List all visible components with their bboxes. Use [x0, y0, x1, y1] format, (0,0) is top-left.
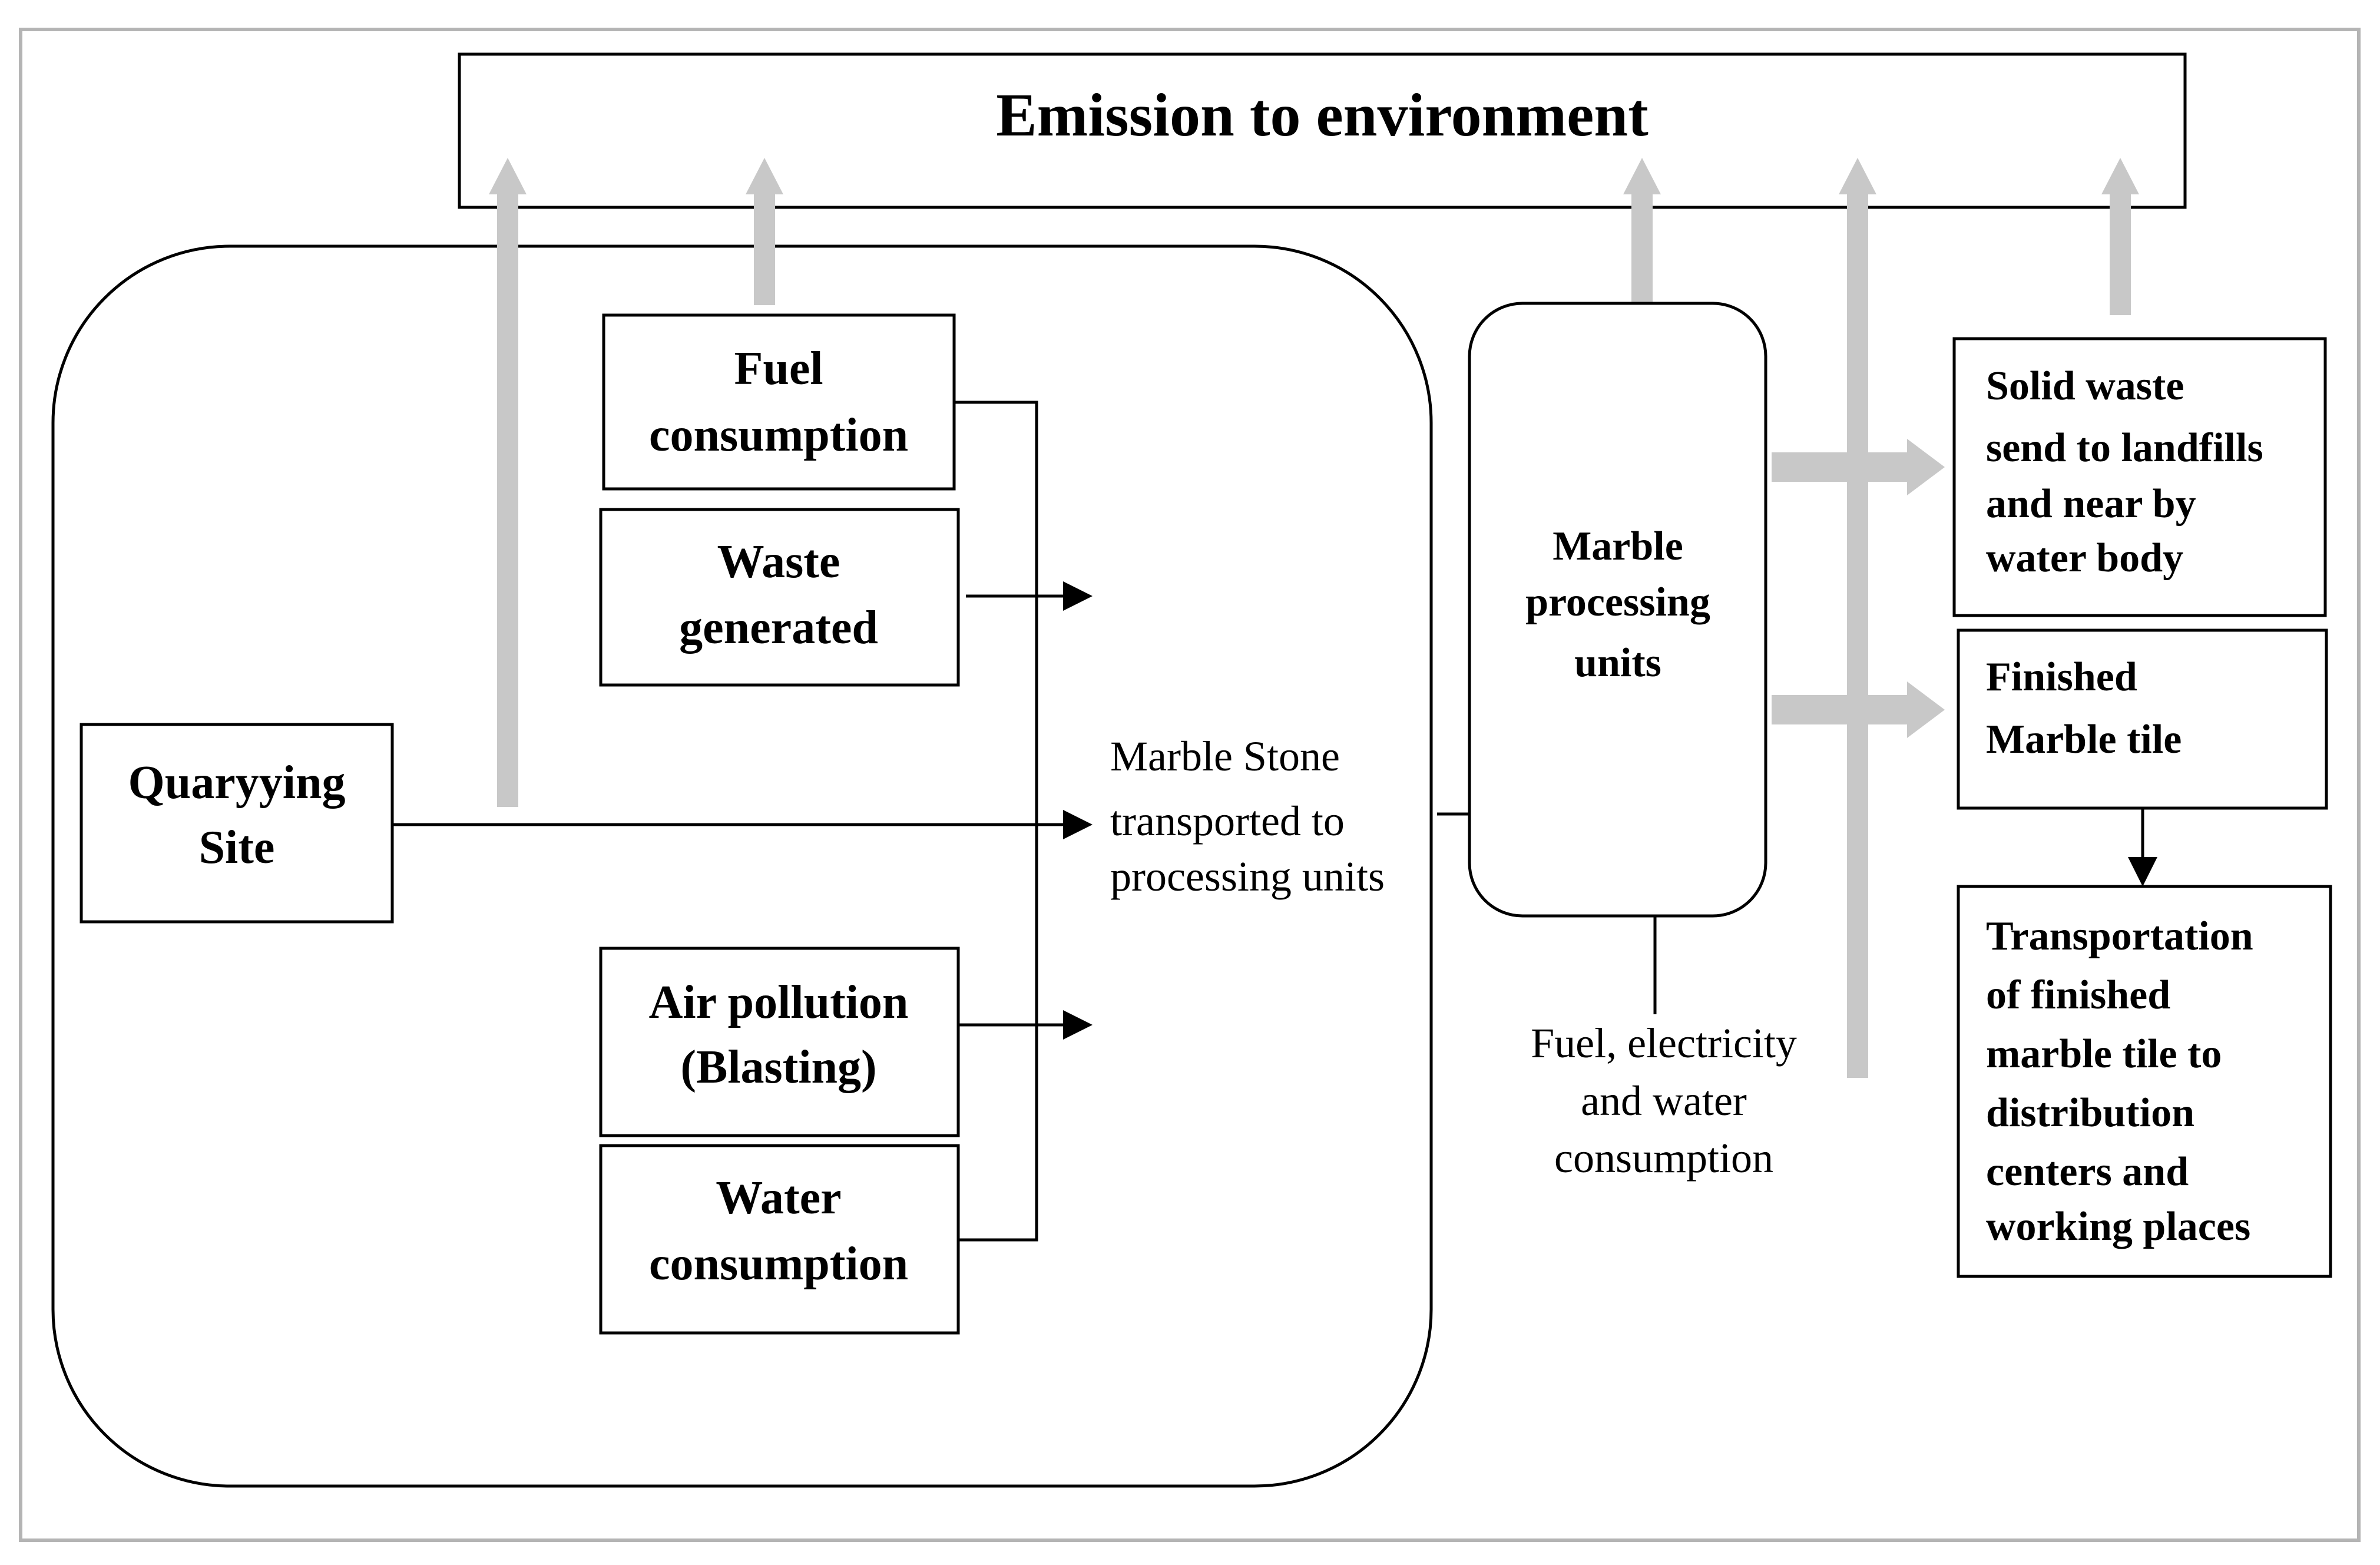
finished-tile-line-2: Marble tile: [1986, 717, 2182, 762]
transport-label-line-2: transported to: [1110, 798, 1345, 845]
distribution-line-3: marble tile to: [1986, 1031, 2222, 1077]
distribution-line-5: centers and: [1986, 1149, 2189, 1195]
emission-title: Emission to environment: [996, 81, 1649, 149]
distribution-line-2: of finished: [1986, 972, 2170, 1018]
waste-generated-line-1: Waste: [717, 536, 840, 588]
transport-label-line-1: Marble Stone: [1110, 733, 1340, 780]
water-consumption-line-2: consumption: [649, 1238, 908, 1290]
processing-units-box: [1468, 302, 1767, 918]
processing-units-line-3: units: [1574, 640, 1661, 686]
quarrying-site-line-2: Site: [199, 822, 275, 874]
solid-waste-line-1: Solid waste: [1986, 363, 2184, 409]
finished-tile-line-1: Finished: [1986, 654, 2137, 700]
distribution-line-4: distribution: [1986, 1090, 2194, 1136]
waste-generated-box: [599, 508, 960, 687]
transport-label-line-3: processing units: [1110, 853, 1385, 900]
emission-arrow-processing-head: [1623, 158, 1661, 194]
emission-arrow-transport-head: [1839, 158, 1876, 194]
air-pollution-box: [599, 947, 960, 1137]
processing-units-line-2: processing: [1525, 580, 1710, 625]
emission-arrow-transport: [1847, 194, 1868, 1078]
emission-arrow-processing: [1631, 194, 1653, 303]
solid-waste-line-4: water body: [1986, 535, 2183, 581]
processing-to-finished-arrow: [1772, 695, 1907, 724]
processing-to-finished-arrow-head: [1907, 681, 1945, 738]
processing-to-solid-waste-arrow: [1772, 452, 1907, 482]
inputs-label-line-3: consumption: [1554, 1134, 1773, 1182]
emission-arrow-solid-waste: [2110, 194, 2131, 315]
emission-arrow-quarry-head: [489, 158, 527, 194]
emission-arrow-solid-waste-head: [2101, 158, 2139, 194]
air-pollution-line-1: Air pollution: [649, 977, 909, 1028]
inputs-label-line-2: and water: [1581, 1077, 1747, 1124]
quarrying-site-line-1: Quaryying: [128, 757, 346, 809]
emission-arrow-fuel-head: [746, 158, 783, 194]
distribution-box: [1957, 885, 2332, 1278]
quarry-stage-container: [51, 244, 1433, 1488]
emission-arrow-quarry: [497, 194, 518, 807]
waste-generated-line-2: generated: [679, 602, 878, 654]
air-pollution-line-2: (Blasting): [680, 1041, 876, 1093]
processing-units-line-1: Marble: [1553, 524, 1683, 569]
fuel-consumption-line-1: Fuel: [734, 343, 823, 395]
solid-waste-box: [1952, 337, 2327, 617]
emission-arrows: [489, 158, 2139, 1078]
quarrying-site-box: [80, 723, 394, 924]
emission-box: [458, 52, 2187, 209]
fuel-consumption-line-2: consumption: [649, 409, 908, 461]
distribution-line-1: Transportation: [1986, 914, 2253, 959]
finished-tile-box: [1957, 628, 2328, 810]
distribution-line-6: working places: [1986, 1204, 2250, 1249]
emission-arrow-fuel: [754, 194, 775, 305]
solid-waste-line-2: send to landfills: [1986, 425, 2263, 471]
water-consumption-line-1: Water: [716, 1172, 841, 1224]
fuel-consumption-box: [602, 313, 956, 491]
inputs-label-line-1: Fuel, electricity: [1531, 1020, 1797, 1067]
fuel-to-bus-line: [954, 401, 1038, 1242]
water-consumption-box: [599, 1144, 960, 1335]
outer-frame: [19, 28, 2361, 1542]
solid-waste-line-3: and near by: [1986, 481, 2196, 527]
processing-to-solid-waste-arrow-head: [1907, 439, 1945, 495]
